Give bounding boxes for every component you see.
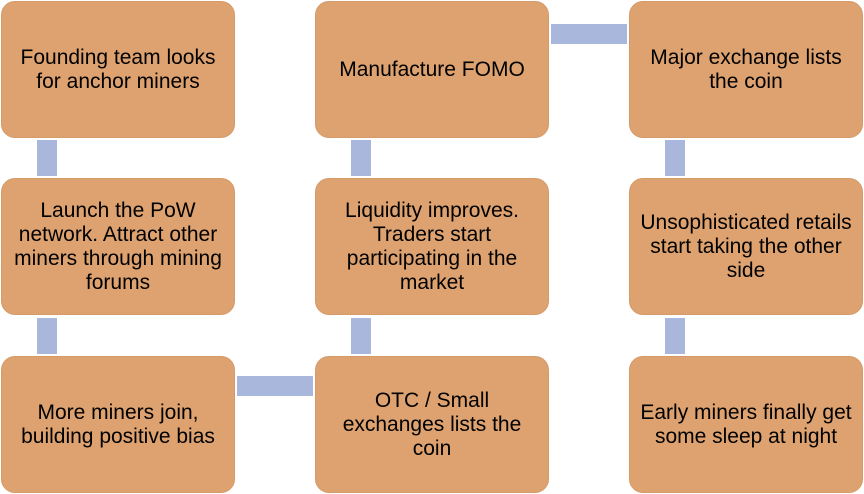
- node-unsophisticated-retails-label: Unsophisticated retails start taking the…: [640, 210, 852, 282]
- connector-fomo-to-major-exchange: [551, 24, 627, 44]
- node-early-miners: Early miners finally get some sleep at n…: [629, 356, 863, 493]
- connector-major-to-unsophisticated: [665, 140, 685, 176]
- connector-more-miners-to-otc: [237, 376, 313, 396]
- node-launch-pow: Launch the PoW network. Attract other mi…: [1, 178, 235, 315]
- node-founding-team: Founding team looks for anchor miners: [1, 1, 235, 138]
- connector-unsophisticated-to-early-miners: [665, 318, 685, 354]
- node-manufacture-fomo-label: Manufacture FOMO: [339, 57, 525, 81]
- node-otc-small-exchanges: OTC / Small exchanges lists the coin: [315, 356, 549, 493]
- node-otc-small-exchanges-label: OTC / Small exchanges lists the coin: [342, 388, 522, 460]
- node-early-miners-label: Early miners finally get some sleep at n…: [640, 400, 852, 448]
- node-founding-team-label: Founding team looks for anchor miners: [20, 45, 216, 93]
- node-liquidity: Liquidity improves. Traders start partic…: [315, 178, 549, 315]
- node-launch-pow-label: Launch the PoW network. Attract other mi…: [14, 198, 222, 294]
- connector-otc-to-liquidity: [351, 318, 371, 354]
- node-more-miners-label: More miners join, building positive bias: [21, 400, 215, 448]
- connector-liquidity-to-fomo: [351, 140, 371, 176]
- connector-launch-to-more-miners: [37, 318, 57, 354]
- node-unsophisticated-retails: Unsophisticated retails start taking the…: [629, 178, 863, 315]
- node-manufacture-fomo: Manufacture FOMO: [315, 1, 549, 138]
- node-more-miners: More miners join, building positive bias: [1, 356, 235, 493]
- connector-founding-to-launch: [37, 140, 57, 176]
- node-major-exchange: Major exchange lists the coin: [629, 1, 863, 138]
- node-liquidity-label: Liquidity improves. Traders start partic…: [345, 198, 519, 294]
- node-major-exchange-label: Major exchange lists the coin: [650, 45, 842, 93]
